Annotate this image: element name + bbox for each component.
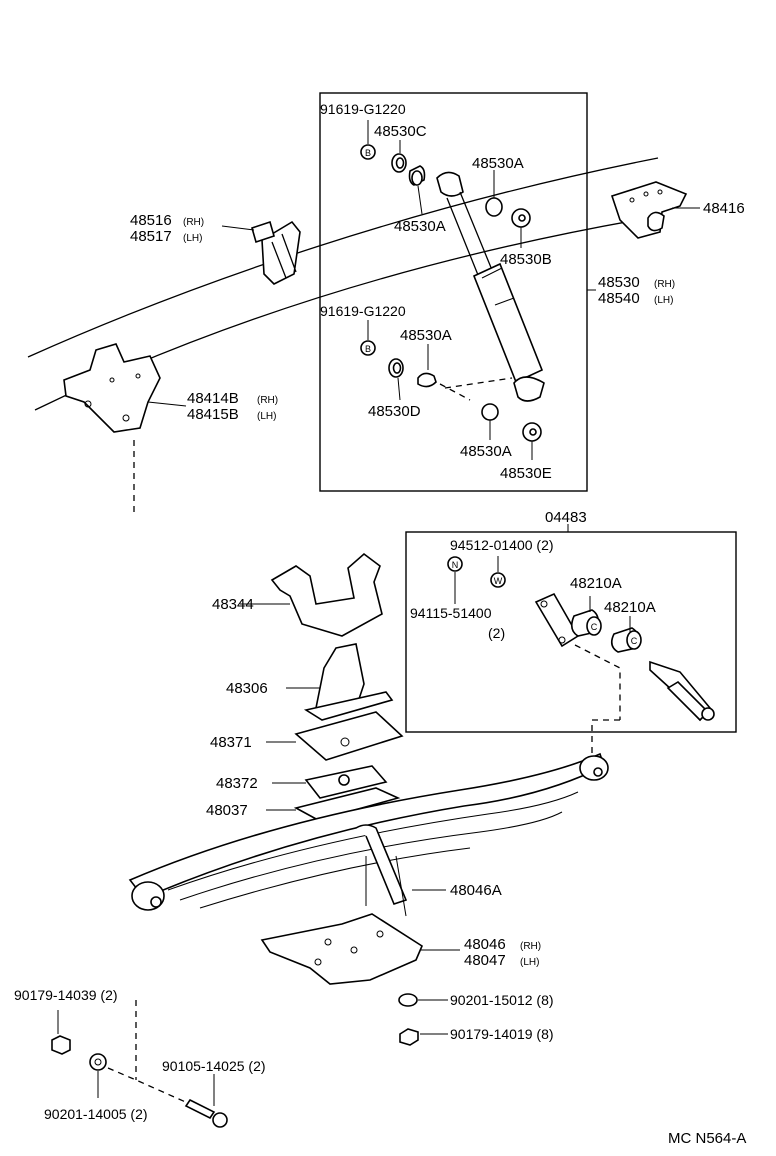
part-labels: 91619-G1220 48530C 48530A 48530A 48530B …: [14, 101, 746, 1147]
label-48415b-lh: (LH): [257, 411, 276, 422]
label-48372: 48372: [216, 775, 258, 792]
label-90179-14039: 90179-14039 (2): [14, 987, 118, 1003]
washer-w-symbol: W: [494, 576, 503, 586]
label-48037: 48037: [206, 802, 248, 819]
label-48047: 48047: [464, 952, 506, 969]
label-48210a-2: 48210A: [604, 599, 656, 616]
label-48530a-2: 48530A: [394, 218, 446, 235]
label-48516: 48516: [130, 212, 172, 229]
label-48306: 48306: [226, 680, 268, 697]
label-48530a-1: 48530A: [472, 155, 524, 172]
label-48047-lh: (LH): [520, 957, 539, 968]
label-48414b-rh: (RH): [257, 395, 278, 406]
washer-b-symbol-lower: B: [365, 344, 371, 354]
label-91619-g1220-top: 91619-G1220: [320, 101, 406, 117]
shackle-kit-box: [405, 531, 737, 733]
label-90105-14025: 90105-14025 (2): [162, 1058, 266, 1074]
label-48414b: 48414B: [187, 390, 239, 407]
label-90201-15012: 90201-15012 (8): [450, 992, 554, 1008]
nut-n-symbol: N: [452, 560, 459, 570]
label-48517-lh: (LH): [183, 233, 202, 244]
label-48530: 48530: [598, 274, 640, 291]
bushing-c-symbol-2: C: [631, 636, 638, 646]
label-91619-g1220-bottom: 91619-G1220: [320, 303, 406, 319]
label-48530c: 48530C: [374, 123, 427, 140]
shock-upper-bushings: B: [360, 144, 531, 228]
bushing-c-symbol: C: [591, 622, 598, 632]
label-48530e: 48530E: [500, 465, 552, 482]
label-48530a-4: 48530A: [460, 443, 512, 460]
spring-bracket-48414B: [63, 343, 187, 516]
label-48517: 48517: [130, 228, 172, 245]
label-48344: 48344: [212, 596, 254, 613]
label-48540: 48540: [598, 290, 640, 307]
label-48210a-1: 48210A: [570, 575, 622, 592]
label-48530b: 48530B: [500, 251, 552, 268]
label-94512-01400: 94512-01400 (2): [450, 537, 554, 553]
label-94115-51400: 94115-51400: [410, 605, 492, 621]
spring-plates: [266, 765, 401, 821]
label-48416: 48416: [703, 200, 745, 217]
label-48530d: 48530D: [368, 403, 421, 420]
washer-b-symbol: B: [365, 148, 371, 158]
label-94115-qty: (2): [488, 625, 505, 641]
shock-kit-box: [319, 92, 588, 492]
label-48516-rh: (RH): [183, 217, 204, 228]
shock-absorber: [436, 171, 545, 402]
label-48530-rh: (RH): [654, 279, 675, 290]
label-48415b: 48415B: [187, 406, 239, 423]
bump-stopper-48306: [286, 643, 394, 721]
spring-seat-48371: [266, 711, 404, 761]
footer-code: MC N564-A: [668, 1130, 746, 1147]
shackle-kit-parts: N W C C: [447, 556, 715, 722]
bracket-fasteners: [51, 1000, 228, 1128]
label-48046a: 48046A: [450, 882, 502, 899]
shock-leaders: [367, 120, 533, 460]
shackle-link-dashed: [591, 719, 620, 760]
label-90201-14005: 90201-14005 (2): [44, 1106, 148, 1122]
label-48046: 48046: [464, 936, 506, 953]
shock-lower-bushings: B: [360, 340, 542, 442]
label-48371: 48371: [210, 734, 252, 751]
lower-fasteners: [398, 993, 448, 1046]
label-48530a-3: 48530A: [400, 327, 452, 344]
spring-hanger-48416: [610, 181, 700, 239]
label-48540-lh: (LH): [654, 295, 673, 306]
leaf-spring: [128, 752, 609, 917]
label-04483: 04483: [545, 509, 587, 526]
label-90179-14019: 90179-14019 (8): [450, 1026, 554, 1042]
shock-bracket-48516: [221, 220, 301, 285]
bump-stopper-48344: [240, 552, 383, 637]
u-bolt-plate-48046: [260, 913, 460, 985]
label-48046-rh: (RH): [520, 941, 541, 952]
